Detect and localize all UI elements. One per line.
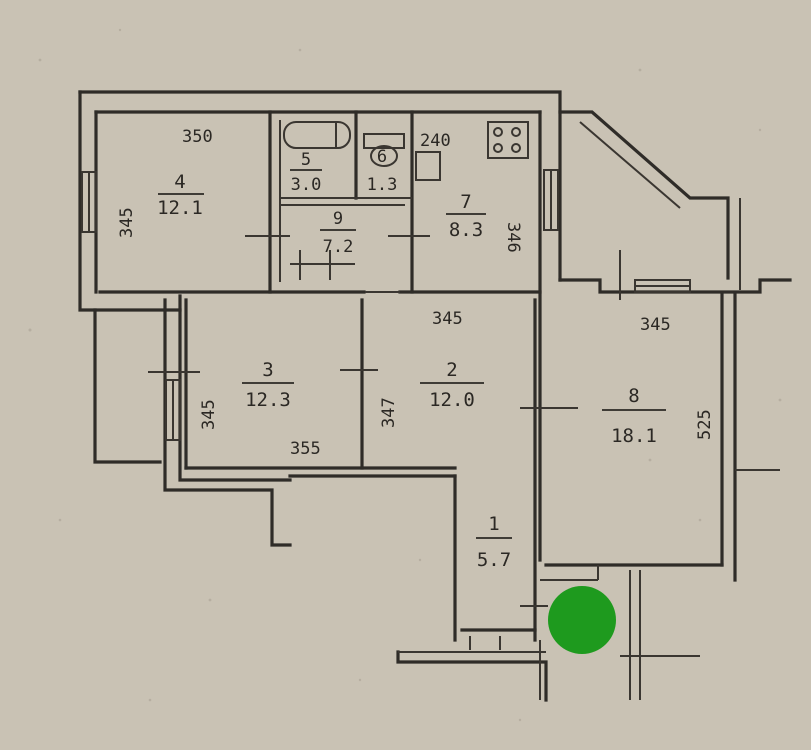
room-number: 8: [628, 385, 639, 407]
room-label-2: 2 12.0: [420, 359, 484, 411]
room-label-1: 1 5.7: [476, 513, 512, 571]
dimension-347-room3: 347: [379, 397, 399, 428]
dimension-240: 240: [420, 131, 451, 151]
stove-icon: [487, 121, 529, 159]
dimension-labels: 350 240 345 346 345 345 525 345 347 355: [117, 127, 715, 459]
dimension-345-room4: 345: [117, 207, 137, 238]
room-number: 6: [377, 147, 387, 167]
room-number: 3: [262, 359, 273, 381]
room-area: 5.7: [477, 549, 511, 571]
room-label-5: 5 3.0: [290, 150, 322, 195]
room-area: 18.1: [611, 425, 657, 447]
room-number: 4: [174, 171, 185, 193]
door-marks: [148, 235, 621, 650]
room-area: 12.3: [245, 389, 291, 411]
windows: [81, 169, 691, 441]
dimension-525-room8: 525: [695, 409, 715, 440]
room-area: 7.2: [323, 237, 354, 257]
room-area: 12.0: [429, 389, 475, 411]
dimension-345-room2: 345: [432, 309, 463, 329]
walls: [78, 90, 792, 702]
room-label-4: 4 12.1: [157, 171, 204, 219]
room-area: 3.0: [291, 175, 322, 195]
room-number: 2: [446, 359, 457, 381]
room-label-8: 8 18.1: [602, 385, 666, 447]
sink-icon: [415, 151, 441, 181]
room-area: 12.1: [157, 197, 203, 219]
room-area: 8.3: [449, 219, 483, 241]
toilet-icon: [363, 133, 405, 167]
location-marker[interactable]: [548, 586, 616, 654]
paper-texture: [28, 28, 782, 722]
room-number: 1: [488, 513, 499, 535]
room-number: 7: [460, 191, 471, 213]
dimension-350: 350: [182, 127, 213, 147]
dimension-346-room7: 346: [503, 222, 523, 253]
room-label-7: 7 8.3: [446, 191, 486, 241]
room-number: 9: [333, 209, 343, 229]
room-area: 1.3: [367, 175, 398, 195]
dimension-355-room3: 355: [290, 439, 321, 459]
room-label-9: 9 7.2: [320, 209, 356, 257]
room-label-6: 6 1.3: [367, 147, 398, 195]
dimension-345-room3: 345: [199, 399, 219, 430]
bathtub-icon: [283, 121, 351, 149]
room-label-3: 3 12.3: [242, 359, 294, 411]
room-number: 5: [301, 150, 311, 170]
dimension-345-room8: 345: [640, 315, 671, 335]
